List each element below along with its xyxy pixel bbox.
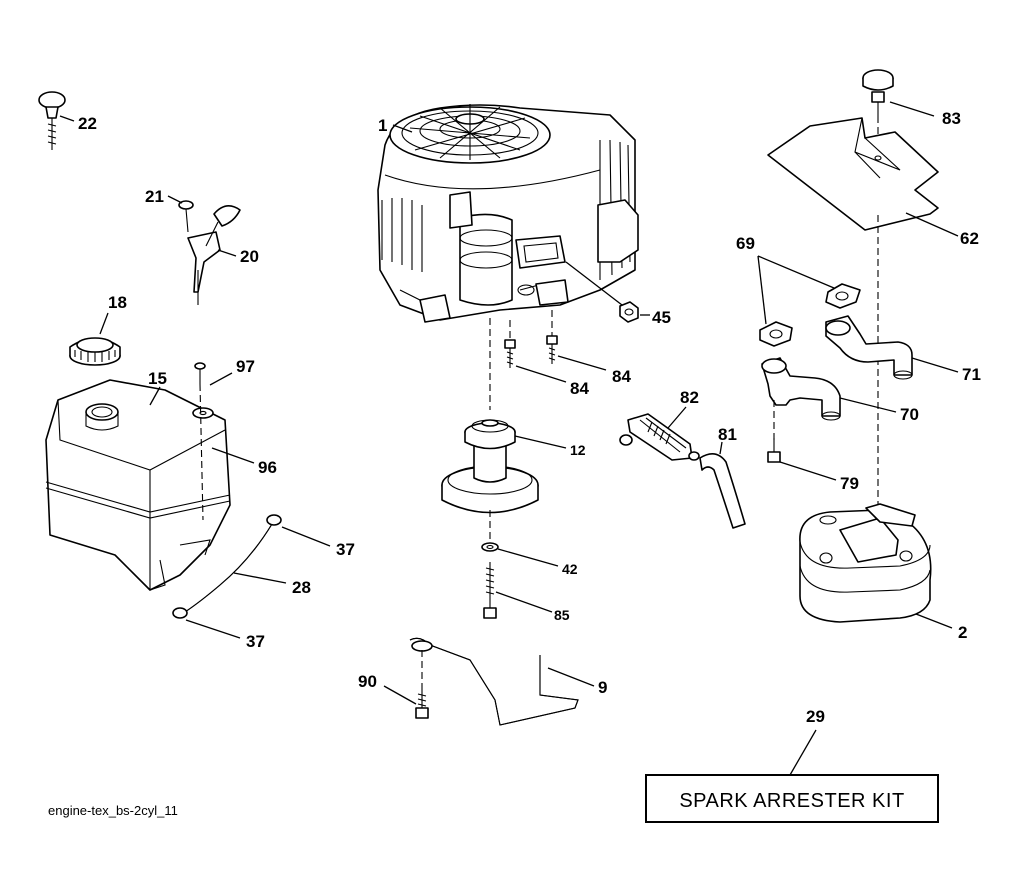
part-15-fuel-tank (45, 379, 231, 591)
part-62-heat-shield (767, 117, 939, 231)
part-28-fuel-line (184, 523, 273, 613)
callout-2: 2 (958, 623, 967, 642)
part-42-washer (481, 542, 499, 552)
part-84-bolt-right (546, 335, 558, 364)
part-70-exhaust-pipe (761, 357, 841, 421)
callout-96: 96 (258, 458, 277, 477)
callout-84-left: 84 (570, 379, 589, 398)
callout-1: 1 (378, 116, 387, 135)
part-21-bolt (178, 200, 194, 233)
diagram-caption: engine-tex_bs-2cyl_11 (48, 803, 178, 818)
callout-81: 81 (718, 425, 737, 444)
callout-42: 42 (562, 561, 578, 577)
part-79-bolt (767, 438, 781, 463)
callout-84-right: 84 (612, 367, 631, 386)
callout-18: 18 (108, 293, 127, 312)
callout-21: 21 (145, 187, 164, 206)
part-18-tank-cap (69, 337, 121, 366)
part-84-bolt-left (504, 339, 516, 368)
callout-29: 29 (806, 707, 825, 726)
callout-28: 28 (292, 578, 311, 597)
callout-69: 69 (736, 234, 755, 253)
part-37-clamp-lower (172, 607, 188, 619)
callout-12: 12 (570, 442, 586, 458)
callout-82: 82 (680, 388, 699, 407)
part-12-pulley (441, 419, 539, 514)
callout-9: 9 (598, 678, 607, 697)
callout-70: 70 (900, 405, 919, 424)
callout-71: 71 (962, 365, 981, 384)
part-1-engine (377, 104, 639, 323)
part-82-fuel-filter (619, 413, 700, 461)
part-20-throttle-bracket (187, 205, 241, 305)
part-81-hose (699, 453, 746, 529)
callout-85: 85 (554, 607, 570, 623)
callout-22: 22 (78, 114, 97, 133)
part-69-gasket-a (825, 283, 861, 309)
part-45-nut (619, 301, 639, 323)
part-90-bolt (415, 690, 429, 719)
part-96-washer (192, 407, 214, 419)
callout-90: 90 (358, 672, 377, 691)
part-37-clamp-upper (266, 514, 282, 526)
part-97-bolt (194, 362, 206, 384)
callout-62: 62 (960, 229, 979, 248)
spark-arrester-kit-label: SPARK ARRESTER KIT (679, 790, 904, 812)
callout-37-upper: 37 (336, 540, 355, 559)
callout-97: 97 (236, 357, 255, 376)
callout-79: 79 (840, 474, 859, 493)
callout-45: 45 (652, 308, 671, 327)
callout-37-lower: 37 (246, 632, 265, 651)
part-83-knob (862, 69, 894, 116)
callout-83: 83 (942, 109, 961, 128)
callout-15: 15 (148, 369, 167, 388)
part-22-knob (38, 91, 66, 150)
part-69-gasket-b (759, 321, 793, 347)
part-71-exhaust-pipe (825, 315, 913, 380)
spark-arrester-kit-box: SPARK ARRESTER KIT (645, 774, 939, 823)
callout-20: 20 (240, 247, 259, 266)
part-2-muffler (799, 503, 932, 623)
part-85-bolt (483, 562, 497, 619)
part-9-rod (409, 637, 579, 726)
